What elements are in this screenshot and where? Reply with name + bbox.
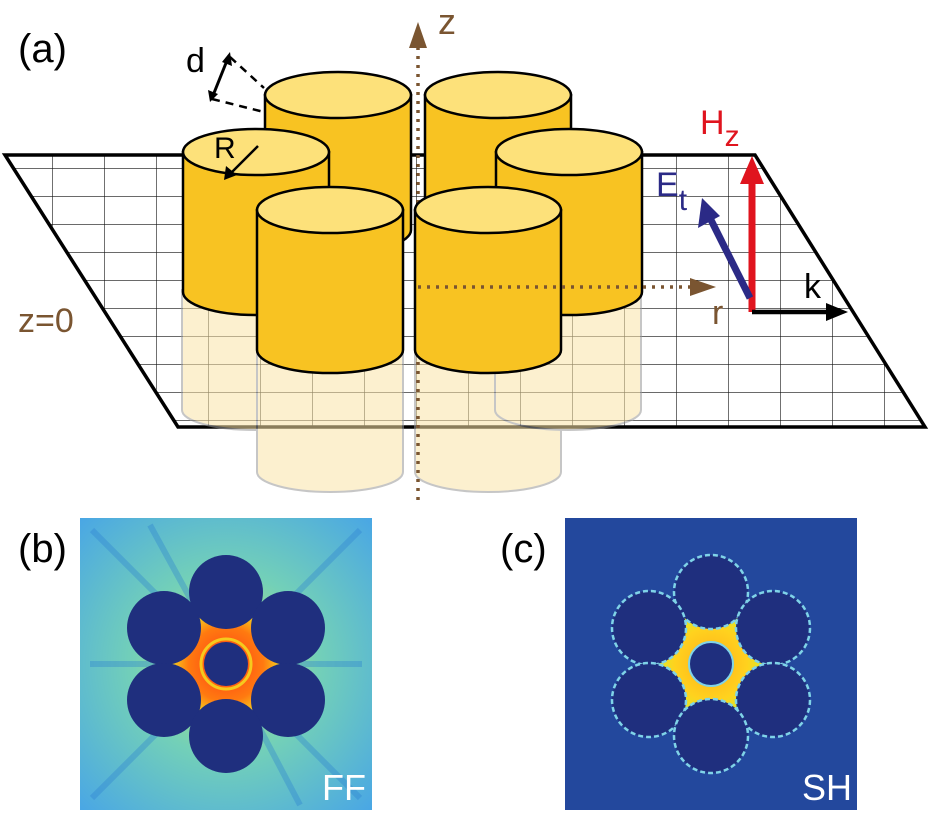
z-plane-label: z=0 [18,302,74,340]
R-label: R [214,132,236,165]
field-vectors [698,156,848,321]
H-label-sub: z [725,120,740,153]
r-axis-label-text: r [712,294,723,332]
cylinder-front-left [255,185,405,375]
d-dimension [208,52,265,114]
cylinder-front-right [413,185,563,375]
z-axis-label: z [438,1,456,42]
radius-marker [224,145,259,180]
d-label: d [186,42,205,80]
panel-c-label: (c) [500,527,547,571]
r-axis [418,278,716,296]
k-label: k [804,268,822,306]
E-label-sub: t [679,184,688,217]
H-label: Hz [700,104,740,153]
H-label-main: H [700,104,725,142]
panel-c-map [565,518,857,810]
panel-b-map [80,518,372,810]
ff-tag: FF [322,767,366,808]
panel-b-label: (b) [18,527,67,571]
sh-tag: SH [802,767,852,808]
panel-a-label: (a) [18,27,67,71]
panel-a [1,22,929,500]
E-label: Et [656,166,688,217]
z-axis [409,22,427,500]
E-label-main: E [656,166,679,204]
